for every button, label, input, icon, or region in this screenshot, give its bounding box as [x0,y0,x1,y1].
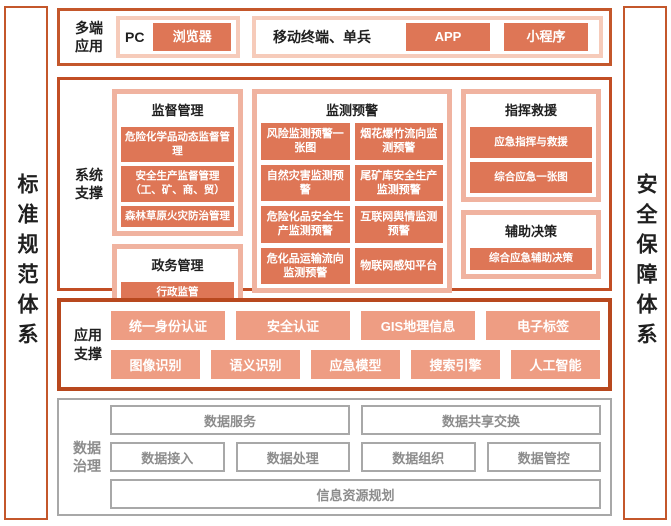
mobile-group: 移动终端、单兵 APP 小程序 [252,16,603,58]
app-support-row-1: 统一身份认证 安全认证 GIS地理信息 电子标签 [111,310,600,340]
data-box-organization: 数据组织 [361,442,476,472]
app-support-layer: 应用支撑 统一身份认证 安全认证 GIS地理信息 电子标签 图像识别 语义识别 … [57,298,612,391]
miniprogram-chip: 小程序 [504,23,588,51]
system-chip: 危险化学品动态监督管理 [121,127,234,163]
system-chip: 风险监测预警一张图 [261,123,350,160]
data-box-info-resource-planning: 信息资源规划 [110,479,601,509]
system-chip: 危险化品安全生产监测预警 [261,206,350,243]
monitoring-column: 监测预警 风险监测预警一张图 烟花爆竹流向监测预警 自然灾害监测预警 尾矿库安全… [252,89,452,294]
system-chip: 应急指挥与救援 [470,127,592,159]
decision-support-group: 辅助决策 综合应急辅助决策 [461,210,601,279]
security-assurance-label: 安全保障体系 [634,173,657,353]
data-governance-row-3: 信息资源规划 [110,479,601,509]
standard-spec-label: 标准规范体系 [15,173,38,353]
pc-group: PC 浏览器 [116,16,240,58]
monitoring-group: 监测预警 风险监测预警一张图 烟花爆竹流向监测预警 自然灾害监测预警 尾矿库安全… [252,89,452,294]
app-chip-search-engine: 搜索引擎 [411,349,500,379]
system-chip: 互联网舆情监测预警 [354,206,443,243]
data-box-share-exchange: 数据共享交换 [361,405,601,435]
system-chip: 综合应急一张图 [470,162,592,194]
app-support-row-2: 图像识别 语义识别 应急模型 搜索引擎 人工智能 [111,349,600,379]
system-chip: 物联网感知平台 [354,247,443,285]
app-chip-security-auth: 安全认证 [236,310,350,340]
command-rescue-group: 指挥救援 应急指挥与救援 综合应急一张图 [461,89,601,203]
data-governance-row-2: 数据接入 数据处理 数据组织 数据管控 [110,442,601,472]
standard-spec-banner: 标准规范体系 [4,6,48,520]
system-chip: 森林草原火灾防治管理 [121,205,234,228]
app-support-label-text: 应用支撑 [74,327,102,362]
data-box-service: 数据服务 [110,405,350,435]
data-governance-rows: 数据服务 数据共享交换 数据接入 数据处理 数据组织 数据管控 信息资源规划 [110,405,601,509]
app-support-rows: 统一身份认证 安全认证 GIS地理信息 电子标签 图像识别 语义识别 应急模型 … [111,310,600,379]
browser-chip: 浏览器 [153,23,231,51]
app-chip-gis: GIS地理信息 [361,310,475,340]
system-chip: 自然灾害监测预警 [261,164,350,202]
mobile-terminal-label: 移动终端、单兵 [273,29,371,45]
system-chip: 烟花爆竹流向监测预警 [354,123,443,160]
app-chip-semantic-recognition: 语义识别 [211,349,300,379]
supervision-column: 监督管理 危险化学品动态监督管理 安全生产监督管理（工、矿、商、贸） 森林草原火… [112,89,243,313]
layer-label-app-support: 应用支撑 [65,326,111,362]
app-chip-etag: 电子标签 [486,310,600,340]
data-governance-row-1: 数据服务 数据共享交换 [110,405,601,435]
system-support-columns: 监督管理 危险化学品动态监督管理 安全生产监督管理（工、矿、商、贸） 森林草原火… [112,89,601,313]
pc-label: PC [125,29,145,45]
data-governance-label-text: 数据治理 [73,439,101,474]
app-chip-image-recognition: 图像识别 [111,349,200,379]
layer-label-data-governance: 数据治理 [64,439,110,475]
app-chip-emergency-model: 应急模型 [311,349,400,379]
multi-end-label-text: 多端应用 [75,19,103,54]
system-support-label-text: 系统支撑 [75,166,103,201]
system-support-layer: 系统支撑 监督管理 危险化学品动态监督管理 安全生产监督管理（工、矿、商、贸） … [57,77,612,313]
data-box-access: 数据接入 [110,442,225,472]
security-assurance-banner: 安全保障体系 [623,6,667,520]
app-chip: APP [406,23,490,51]
monitoring-grid: 风险监测预警一张图 烟花爆竹流向监测预警 自然灾害监测预警 尾矿库安全生产监测预… [261,123,443,285]
layer-label-system-support: 系统支撑 [66,166,112,202]
government-group-title: 政务管理 [151,258,204,274]
multi-end-layer: 多端应用 PC 浏览器 移动终端、单兵 APP 小程序 [57,8,612,66]
system-chip: 尾矿库安全生产监测预警 [354,164,443,202]
data-box-processing: 数据处理 [235,442,350,472]
monitoring-group-title: 监测预警 [325,103,378,118]
data-governance-layer: 数据治理 数据服务 数据共享交换 数据接入 数据处理 数据组织 数据管控 信息资… [57,398,612,516]
supervision-group: 监督管理 危险化学品动态监督管理 安全生产监督管理（工、矿、商、贸） 森林草原火… [112,89,243,237]
system-chip: 综合应急辅助决策 [470,248,592,270]
system-chip: 安全生产监督管理（工、矿、商、贸） [121,166,234,202]
command-rescue-group-title: 指挥救援 [504,103,557,118]
command-column: 指挥救援 应急指挥与救援 综合应急一张图 辅助决策 综合应急辅助决策 [461,89,601,279]
decision-support-group-title: 辅助决策 [504,224,557,240]
data-box-control: 数据管控 [486,442,601,472]
system-chip: 危化品运输流向监测预警 [261,247,350,285]
supervision-group-title: 监督管理 [151,103,204,118]
layer-label-multi-end: 多端应用 [66,19,112,55]
app-chip-identity: 统一身份认证 [111,310,225,340]
app-chip-ai: 人工智能 [511,349,600,379]
